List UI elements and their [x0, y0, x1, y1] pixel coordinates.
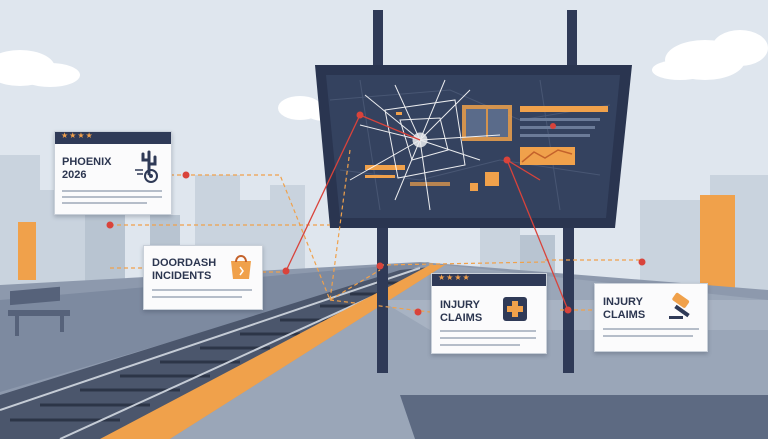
card-title: PHOENIX 2026	[62, 156, 112, 181]
card-title: INJURY CLAIMS	[440, 299, 483, 324]
doordash-incidents-card: DOORDASH INCIDENTS	[143, 245, 263, 310]
injury-claims-card: INJURY CLAIMS	[594, 283, 708, 352]
card-header-bar	[432, 274, 546, 286]
card-header-bar	[55, 132, 171, 144]
billboard-post	[373, 10, 383, 80]
gavel-icon	[669, 292, 690, 319]
star-rating: ★★★★	[438, 273, 471, 282]
billboard-post	[377, 218, 388, 373]
connector-node	[106, 111, 646, 316]
billboard-post	[563, 218, 574, 373]
connector-lines	[110, 149, 640, 313]
railway-track	[0, 266, 440, 439]
orange-building	[18, 222, 36, 280]
shopping-bag-icon	[231, 255, 251, 279]
injury-claims-card: ★★★★ INJURY CLAIMS	[431, 273, 547, 354]
cactus-wheel-icon	[135, 150, 158, 183]
medical-cross-icon	[503, 297, 527, 321]
billboard-post	[567, 10, 577, 80]
phoenix-card: ★★★★ PHOENIX 2026	[54, 131, 172, 215]
platform-edge-stripe	[100, 265, 445, 439]
screen-crack	[349, 79, 501, 211]
connector-lines	[285, 114, 569, 311]
card-title: DOORDASH INCIDENTS	[152, 257, 217, 282]
card-title: INJURY CLAIMS	[603, 296, 646, 321]
cloud	[0, 30, 768, 121]
bench	[8, 286, 70, 336]
star-rating: ★★★★	[61, 131, 94, 140]
rail-ties	[10, 281, 405, 422]
